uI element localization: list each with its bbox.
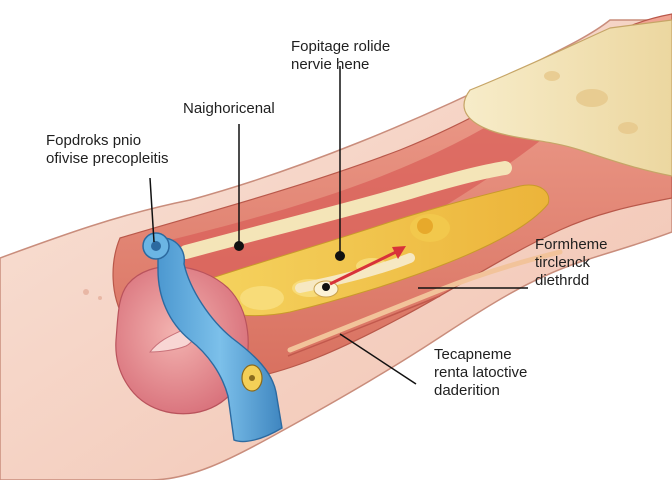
bone (463, 19, 672, 177)
lower-vessel (287, 249, 563, 353)
bone-marrow-spot (544, 71, 560, 81)
skin-pore (83, 289, 89, 295)
leader-lines (149, 66, 528, 385)
lower-vessel-shadow (287, 295, 441, 357)
label-line: Formheme (535, 236, 608, 253)
red-arrowhead (392, 246, 406, 259)
label-line: Naighoricenal (183, 100, 275, 117)
label-line: diethrdd (535, 272, 590, 289)
label-top-right: Fopitage rolide nervie hene (291, 38, 390, 74)
bone-marrow-spot (618, 122, 638, 134)
leader-line-top-left (149, 177, 155, 243)
label-line: ofivise precopleitis (46, 150, 169, 167)
label-right-middle: Formheme tirclenck diethrdd (535, 236, 608, 290)
label-line: nervie hene (291, 56, 370, 73)
nerve-strand-inner (295, 253, 415, 293)
leader-dots (234, 241, 345, 291)
marker-dot (322, 283, 330, 291)
fat-lobule (240, 286, 284, 310)
nodule (417, 218, 433, 234)
label-upper-middle: Naighoricenal (183, 100, 275, 118)
label-line: tirclenck (535, 254, 591, 271)
marker-dot (234, 241, 244, 251)
label-top-left: Fopdroks pnio ofivise precopleitis (46, 132, 169, 168)
label-line: Fopitage rolide (291, 38, 391, 55)
leader-line-lower-right (339, 333, 417, 385)
label-line: Tecapneme (434, 346, 512, 363)
label-line: daderition (434, 382, 500, 399)
bone-marrow-spot (576, 89, 608, 107)
marker-dot (335, 251, 345, 261)
nerve-strand (179, 161, 512, 259)
label-line: renta latoctive (434, 364, 528, 381)
nerve-node-yellow-core (249, 375, 255, 381)
nerve-ganglion-core (151, 241, 161, 251)
skin-pore (98, 296, 102, 300)
label-lower-right: Tecapneme renta latoctive daderition (434, 346, 527, 400)
label-line: Fopdroks pnio (46, 132, 142, 149)
red-arrow (329, 250, 397, 286)
